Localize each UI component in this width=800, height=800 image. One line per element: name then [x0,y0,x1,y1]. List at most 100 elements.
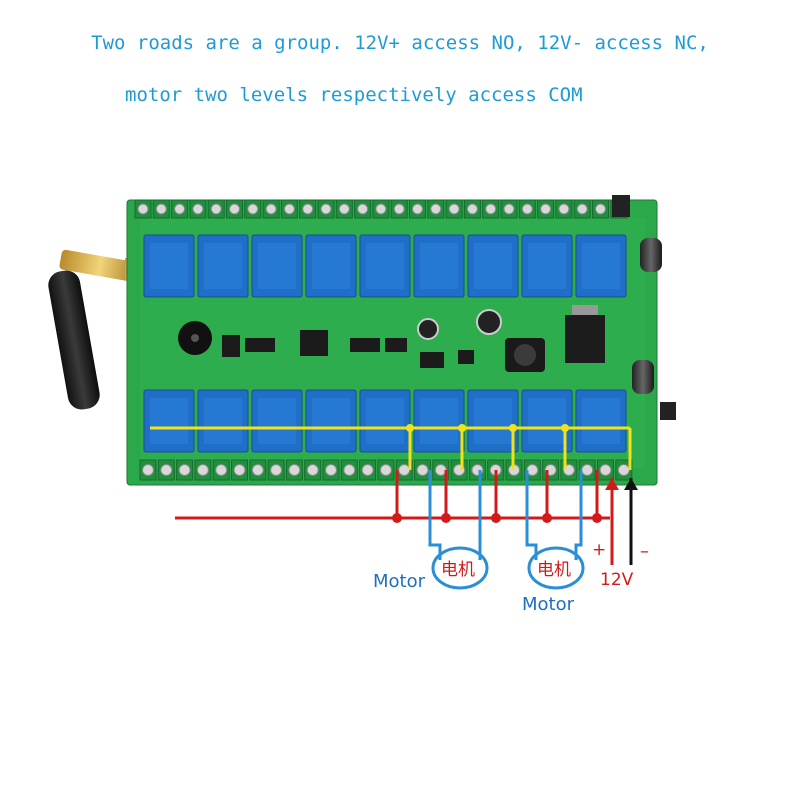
wire-pos-node [392,513,402,523]
bus-node [561,424,569,432]
relay-top-face [582,243,620,289]
screw-bottom [581,464,594,476]
screw-bottom [270,464,283,476]
screw-top [448,203,460,215]
relay-top-face [204,243,242,289]
relay-bottom-face [474,398,512,444]
motor-right: 电机 [527,546,585,590]
screw-top [229,203,240,215]
screw-bottom [215,464,228,476]
bus-node [406,424,414,432]
terminal-strip-bottom [139,459,633,481]
screw-bottom [160,464,173,476]
inductor [505,338,545,372]
wire-pos-node [491,513,501,523]
screw-top [521,203,533,215]
screw-top [137,203,149,215]
terminal-strip-top [134,199,628,219]
wire-pos-node [441,513,451,523]
screw-bottom [617,464,630,476]
screw-top [393,203,405,215]
screw-bottom [251,464,264,476]
screw-bottom [196,464,209,476]
wire-motor [525,470,538,560]
screw-top [558,203,570,215]
relay-bottom-face [312,398,350,444]
relay-bottom-face [528,398,566,444]
screw-top [357,203,369,215]
power-jack [612,195,676,420]
screw-bottom [361,464,374,476]
relay-top-face [258,243,296,289]
screw-top [174,203,186,215]
wire-motor [574,470,583,560]
relay-row-top [143,234,627,298]
screw-top [210,203,222,215]
wire-motor [428,470,442,560]
relay-bottom-face [204,398,242,444]
wire-pos-node [592,513,602,523]
screw-top [540,203,552,215]
screw-bottom [416,464,429,476]
motor-left: 电机 [431,546,489,590]
screw-bottom [288,464,301,476]
screw-top [485,203,497,215]
screw-bottom [343,464,356,476]
motor-left-label: Motor [373,571,426,592]
screw-top [338,203,350,215]
arrow-neg [624,478,638,490]
relay-bottom-face [582,398,620,444]
screw-top [192,203,204,215]
relay-bottom-face [150,398,188,444]
screw-top [283,203,295,215]
relay-top-face [366,243,404,289]
screw-top [576,203,588,215]
screw-top [412,203,423,215]
screw-top [466,203,478,215]
motor-left-cn-label: 电机 [441,560,475,580]
relay-bottom-face [420,398,458,444]
motor-right-label: Motor [522,594,575,615]
capacitors [417,238,662,394]
yellow-jumper-bus [150,424,632,470]
screw-top [320,203,332,215]
bus-node [509,424,517,432]
caption-line-1: Two roads are a group. 12V+ access NO, 1… [91,32,709,54]
screw-bottom [142,464,154,476]
relay-top-face [150,243,188,289]
screw-top [430,203,442,215]
caption-line-2: motor two levels respectively access COM [125,84,583,106]
screw-bottom [178,464,191,476]
ic-chips [222,330,474,368]
screw-bottom [306,464,319,476]
buzzer [178,321,212,355]
relay-bottom-face [366,398,404,444]
screw-top [247,203,259,215]
relay-top-face [528,243,566,289]
relay-top-face [312,243,350,289]
screw-bottom [398,464,411,476]
voltage-label: 12V [600,570,634,590]
screw-top [302,203,314,215]
screw-top [265,203,277,215]
screw-top [595,203,606,215]
wiring [175,470,638,565]
screw-bottom [379,464,392,476]
plus-label: + [592,540,606,560]
arrow-pos [605,478,619,490]
regulator [565,305,605,363]
screw-top [503,203,515,215]
screw-bottom [599,464,612,476]
screw-top [375,203,387,215]
relay-bottom-face [258,398,296,444]
wire-pos-node [542,513,552,523]
motor-right-cn-label: 电机 [537,560,571,580]
bus-node [458,424,466,432]
relay-top-face [474,243,512,289]
relay-top-face [420,243,458,289]
minus-label: – [640,541,649,562]
screw-top [155,203,167,215]
screw-bottom [325,464,337,476]
relay-row-bottom [143,389,627,453]
